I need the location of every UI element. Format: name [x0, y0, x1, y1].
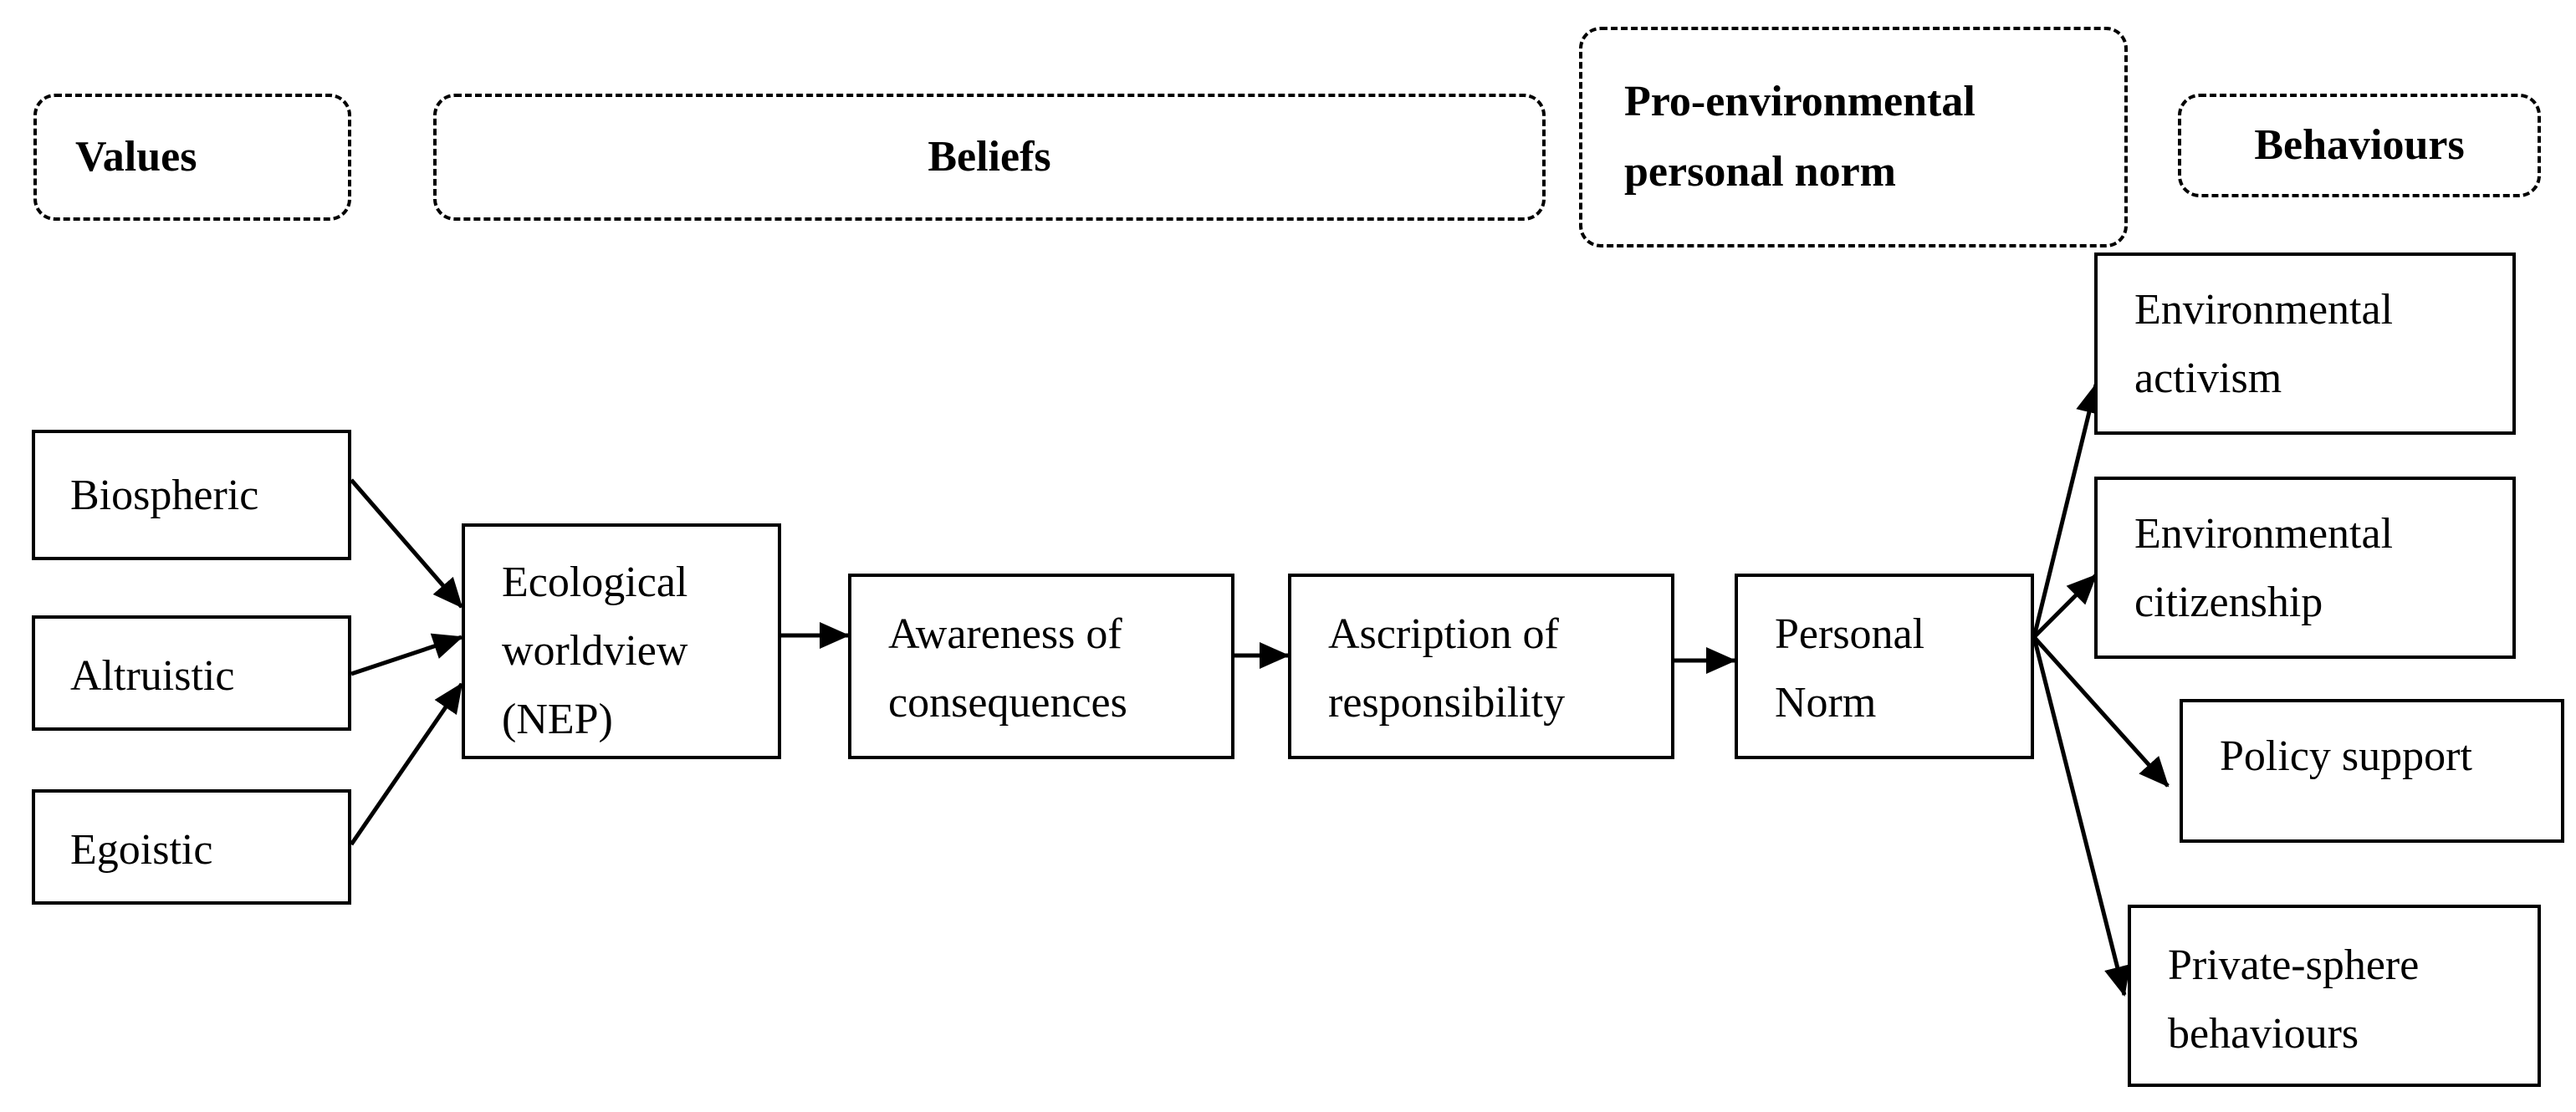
arrow-norm-to-policy: [2032, 635, 2170, 788]
box-ascription-of-responsibility: Ascription of responsibility: [1288, 574, 1674, 759]
box-altruistic-label: Altruistic: [70, 652, 235, 700]
header-behaviours-label: Behaviours: [2254, 121, 2465, 169]
box-environmental-activism: Environmental activism: [2094, 252, 2516, 435]
header-personal-norm-label: Pro-environmental personal norm: [1624, 78, 1975, 196]
arrow-norm-to-citizenship: [2032, 574, 2098, 639]
box-biospheric-label: Biospheric: [70, 472, 259, 519]
box-private-sphere-behaviours: Private-sphere behaviours: [2128, 905, 2541, 1087]
box-egoistic: Egoistic: [32, 789, 351, 905]
box-ecological-worldview-label: Ecological worldview (NEP): [502, 559, 688, 743]
box-private-sphere-behaviours-label: Private-sphere behaviours: [2168, 941, 2420, 1058]
box-egoistic-label: Egoistic: [70, 826, 213, 874]
header-values-label: Values: [75, 133, 197, 181]
box-environmental-activism-label: Environmental activism: [2134, 286, 2394, 402]
arrow-altruistic-to-nep: [350, 633, 463, 676]
box-awareness-of-consequences: Awareness of consequences: [848, 574, 1234, 759]
box-personal-norm: Personal Norm: [1735, 574, 2034, 759]
box-ascription-of-responsibility-label: Ascription of responsibility: [1328, 610, 1566, 727]
box-personal-norm-label: Personal Norm: [1775, 610, 1925, 727]
box-altruistic: Altruistic: [32, 615, 351, 731]
box-ecological-worldview: Ecological worldview (NEP): [462, 523, 781, 759]
header-values: Values: [33, 94, 351, 221]
header-behaviours: Behaviours: [2178, 94, 2541, 197]
box-biospheric: Biospheric: [32, 430, 351, 560]
arrow-norm-to-activism: [2032, 383, 2103, 638]
box-environmental-citizenship-label: Environmental citizenship: [2134, 510, 2394, 626]
box-policy-support-label: Policy support: [2220, 732, 2472, 780]
header-beliefs-label: Beliefs: [928, 133, 1051, 181]
arrow-egoistic-to-nep: [349, 682, 464, 846]
box-environmental-citizenship: Environmental citizenship: [2094, 477, 2516, 659]
header-beliefs: Beliefs: [433, 94, 1546, 221]
header-personal-norm: Pro-environmental personal norm: [1579, 27, 2128, 247]
arrow-biospheric-to-nep: [350, 478, 463, 609]
arrow-norm-to-private: [2032, 636, 2131, 997]
box-awareness-of-consequences-label: Awareness of consequences: [888, 610, 1127, 727]
box-policy-support: Policy support: [2180, 699, 2564, 843]
